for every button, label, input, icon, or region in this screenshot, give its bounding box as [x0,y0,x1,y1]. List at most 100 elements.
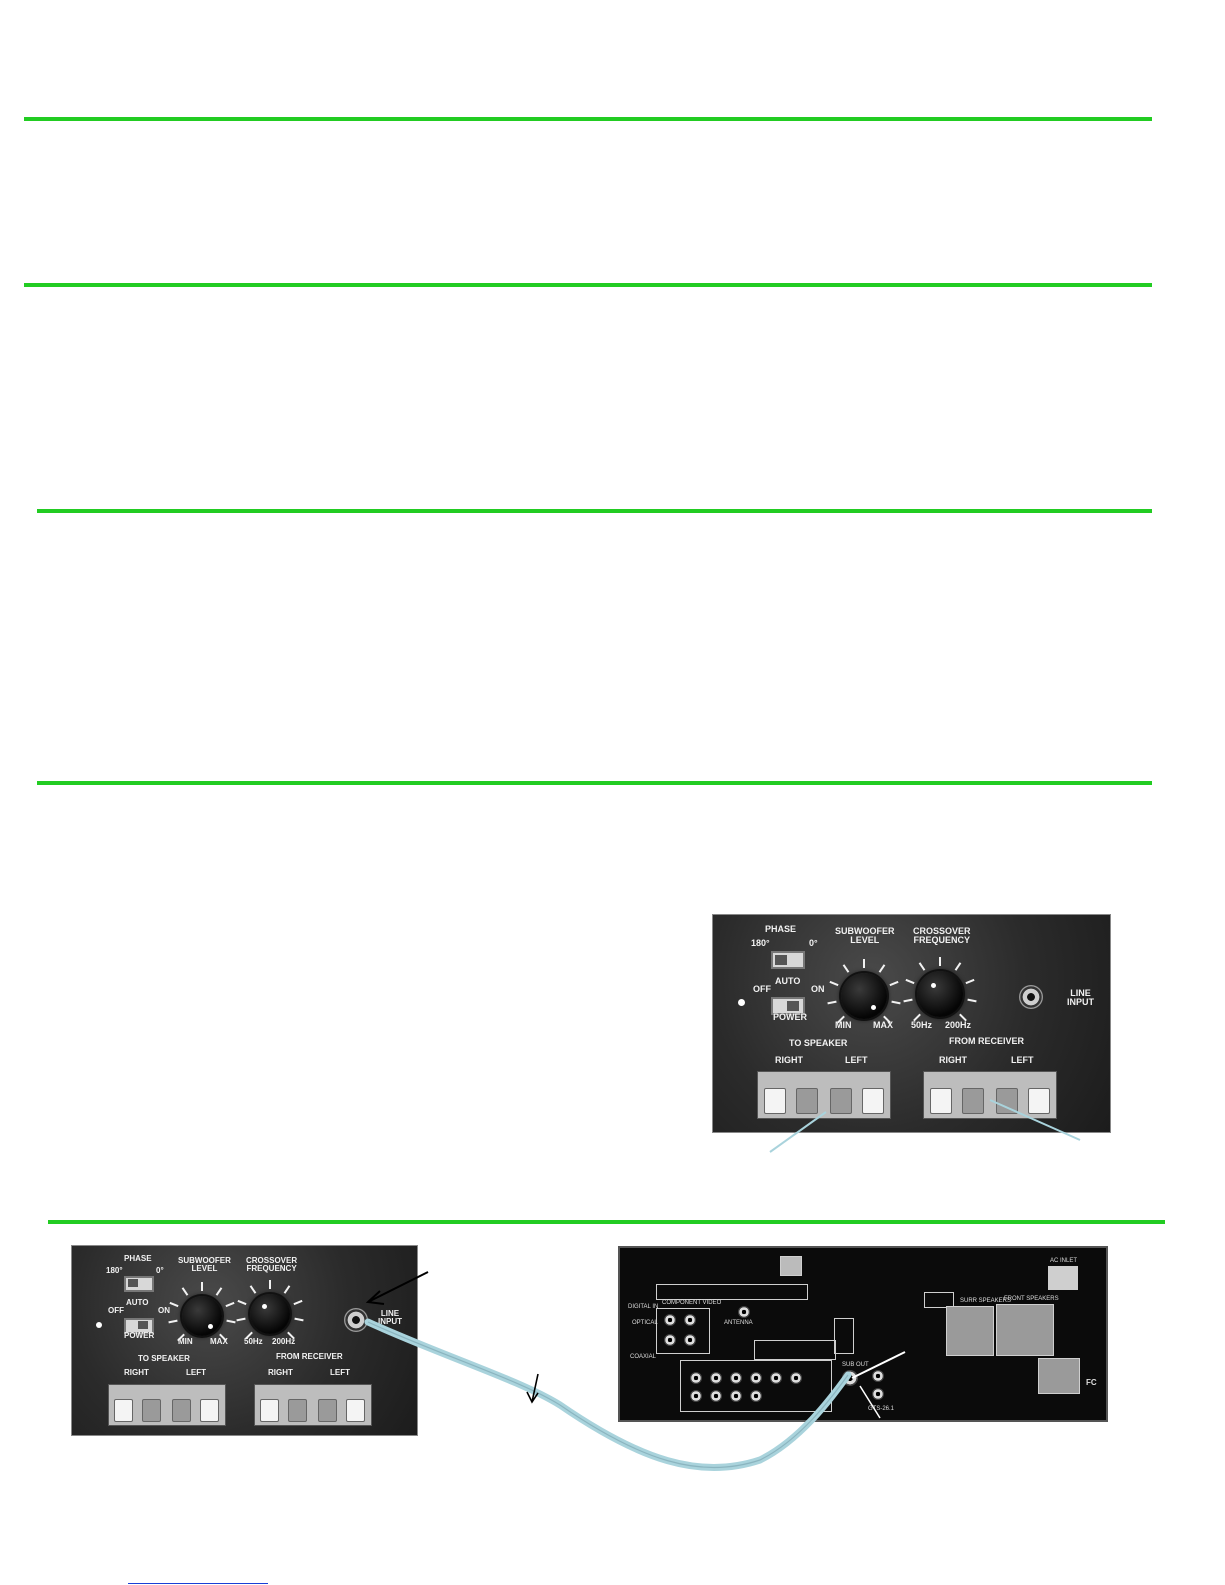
phase-0-label: 0° [156,1266,164,1275]
rca-jack[interactable] [750,1390,762,1402]
line-input-jack[interactable] [1019,985,1043,1009]
hz50-label: 50Hz [911,1020,933,1030]
phase-180-label: 180° [751,938,770,948]
section-divider-3 [37,509,1152,513]
component-video-label: COMPONENT VIDEO [662,1300,722,1306]
terminal[interactable] [260,1399,279,1422]
terminal[interactable] [318,1399,337,1422]
terminal[interactable] [930,1088,952,1114]
rca-jack[interactable] [872,1370,884,1382]
hz200-label: 200Hz [945,1020,972,1030]
callout-line-sub-out-2 [859,1385,881,1419]
terminal[interactable] [288,1399,307,1422]
arrow-icon [365,1271,429,1305]
line-input-label: LINE INPUT [378,1309,402,1327]
rca-jack[interactable] [710,1390,722,1402]
knob-tick [863,958,865,968]
min-label: MIN [835,1020,852,1030]
to-speaker-left-label: LEFT [845,1055,868,1065]
line-input-label: LINE INPUT [1067,988,1094,1008]
callout-line-to-speaker [769,1111,827,1153]
sub-out-label: SUB OUT [842,1362,869,1368]
phase-label: PHASE [765,924,797,934]
crossover-frequency-knob[interactable] [917,971,963,1017]
antenna-jack[interactable] [738,1306,750,1318]
surround-speaker-terminals [946,1306,994,1356]
terminal[interactable] [142,1399,161,1422]
auto-label: AUTO [126,1298,149,1307]
audio-input-block [680,1360,832,1412]
ac-inlet[interactable] [1048,1266,1078,1290]
rca-jack[interactable] [790,1372,802,1384]
terminal[interactable] [346,1399,365,1422]
terminal[interactable] [114,1399,133,1422]
surr-speakers-label: SURR SPEAKERS [960,1298,1012,1304]
from-receiver-right-label: RIGHT [268,1368,293,1377]
rca-jack[interactable] [750,1372,762,1384]
phase-switch[interactable] [771,951,805,969]
serial-port [924,1292,954,1308]
power-switch[interactable] [124,1318,154,1334]
subwoofer-level-knob[interactable] [841,973,887,1019]
rca-jack[interactable] [770,1372,782,1384]
rca-jack[interactable] [684,1334,696,1346]
hz50-label: 50Hz [244,1337,263,1346]
to-speaker-terminal-block [757,1071,891,1119]
subwoofer-panel-photo-2: PHASE 180° 0° AUTO OFF ON POWER SUBWOOFE… [71,1245,418,1436]
rca-jack[interactable] [664,1334,676,1346]
min-label: MIN [178,1337,193,1346]
rca-jack[interactable] [730,1390,742,1402]
terminal[interactable] [796,1088,818,1114]
terminal[interactable] [830,1088,852,1114]
front-speakers-label: FRONT SPEAKERS [1004,1296,1059,1302]
rca-jack[interactable] [710,1372,722,1384]
coaxial-label: COAXIAL [630,1354,657,1360]
knob-tick [269,1279,271,1289]
callout-line-sub-out [851,1351,906,1379]
off-label: OFF [753,984,771,994]
subwoofer-level-label: SUBWOOFER LEVEL [178,1256,231,1274]
footer-link-underline [128,1583,268,1584]
phase-switch[interactable] [124,1276,154,1292]
center-speaker-terminals [1038,1358,1080,1394]
digital-in-label: DIGITAL IN [628,1304,659,1310]
terminal[interactable] [962,1088,984,1114]
terminal[interactable] [1028,1088,1050,1114]
line-input-jack[interactable] [344,1308,368,1332]
network-port[interactable] [780,1256,802,1276]
terminal[interactable] [996,1088,1018,1114]
section-divider-4 [37,781,1152,785]
cable-icon [364,1318,852,1472]
on-label: ON [158,1306,170,1315]
terminal[interactable] [172,1399,191,1422]
front-speaker-terminals [996,1304,1054,1356]
knob-tick [201,1281,203,1291]
rca-jack[interactable] [664,1314,676,1326]
subwoofer-level-label: SUBWOOFER LEVEL [835,926,895,946]
to-speaker-left-label: LEFT [186,1368,206,1377]
subwoofer-level-knob[interactable] [182,1296,222,1336]
from-receiver-left-label: LEFT [330,1368,350,1377]
rca-jack[interactable] [690,1372,702,1384]
power-switch[interactable] [771,997,805,1015]
rca-jack[interactable] [872,1388,884,1400]
max-label: MAX [873,1020,893,1030]
from-receiver-terminal-block [923,1071,1057,1119]
terminal[interactable] [764,1088,786,1114]
from-receiver-terminal-block [254,1384,372,1426]
rca-jack[interactable] [690,1390,702,1402]
power-label: POWER [773,1012,808,1022]
power-led [738,999,745,1006]
rca-jack[interactable] [730,1372,742,1384]
terminal[interactable] [200,1399,219,1422]
phase-label: PHASE [124,1254,152,1263]
crossover-frequency-knob[interactable] [250,1294,290,1334]
to-speaker-right-label: RIGHT [775,1055,803,1065]
from-receiver-right-label: RIGHT [939,1055,967,1065]
component-video-block [656,1308,710,1354]
rca-jack[interactable] [684,1314,696,1326]
optical-label: OPTICAL [632,1320,658,1326]
terminal[interactable] [862,1088,884,1114]
section-divider-5 [48,1220,1165,1224]
